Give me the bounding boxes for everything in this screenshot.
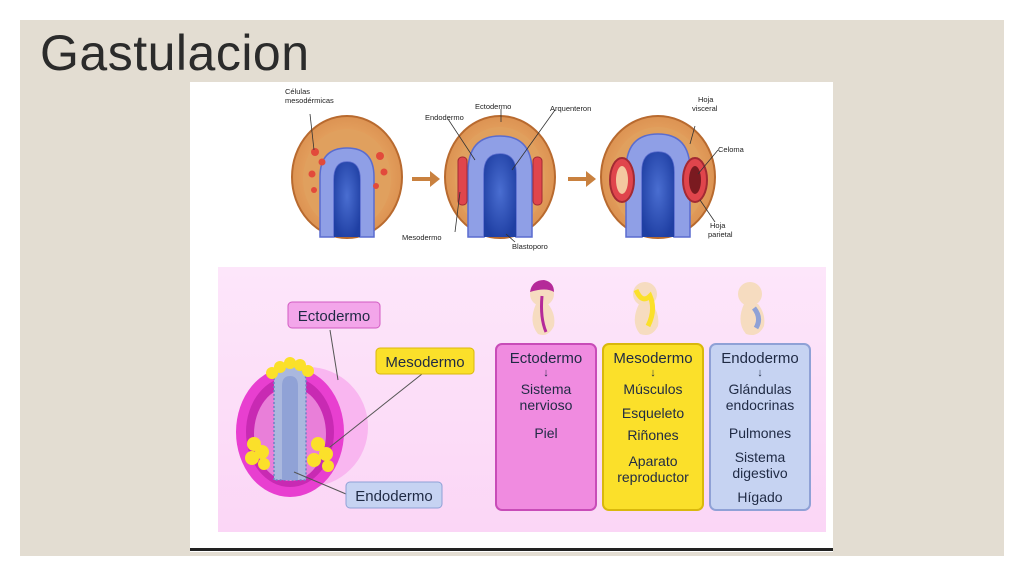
stage-arrow-2 [568, 171, 596, 187]
svg-text:Sistema: Sistema [521, 381, 572, 397]
column-endodermo-header: Endodermo [721, 350, 799, 367]
gastrulation-figure: Células mesodérmicas Endodermo Ectodermo… [190, 82, 833, 552]
embryo-figure-endodermo [738, 282, 765, 335]
svg-text:Sistema: Sistema [735, 449, 786, 465]
svg-text:digestivo: digestivo [732, 465, 787, 481]
svg-text:Aparato: Aparato [628, 453, 677, 469]
slide-title: Gastulacion [40, 25, 310, 81]
tag-mesodermo: Mesodermo [329, 347, 475, 448]
label-blastoporo: Blastoporo [512, 242, 548, 251]
top-leader-lines [309, 109, 719, 243]
column-mesodermo-header: Mesodermo [613, 350, 692, 367]
svg-text:nervioso: nervioso [520, 397, 573, 413]
label-celulas: Células mesodérmicas [285, 87, 334, 105]
svg-text:Músculos: Músculos [623, 381, 682, 397]
label-arquenteron: Arquenteron [550, 104, 591, 113]
svg-text:Hígado: Hígado [737, 489, 782, 505]
label-mesodermo-top: Mesodermo [402, 233, 442, 242]
label-ectodermo-top: Ectodermo [475, 102, 511, 111]
label-celoma: Celoma [718, 145, 745, 154]
svg-text:↓: ↓ [543, 367, 549, 379]
column-ectodermo: Ectodermo ↓ Sistema nervioso Piel [495, 343, 597, 511]
column-mesodermo: Mesodermo ↓ Músculos Esqueleto Riñones A… [602, 343, 704, 511]
svg-text:Mesodermo: Mesodermo [385, 354, 464, 371]
label-hoja-visceral: Hoja visceral [692, 95, 718, 113]
embryo-stage-3 [600, 115, 716, 239]
svg-text:reproductor: reproductor [617, 469, 689, 485]
embryo-figure-mesodermo [633, 282, 659, 335]
embryo-stage-2 [444, 115, 556, 239]
tag-ectodermo: Ectodermo [287, 301, 381, 381]
svg-text:Glándulas: Glándulas [728, 381, 791, 397]
svg-text:Ectodermo: Ectodermo [298, 308, 371, 325]
germ-layer-schematic [236, 357, 368, 497]
figure-bottom-border [190, 548, 833, 551]
embryo-figure-ectodermo [530, 280, 555, 335]
column-ectodermo-header: Ectodermo [510, 350, 583, 367]
label-endodermo-top: Endodermo [425, 113, 464, 122]
stage-arrow-1 [412, 171, 440, 187]
svg-text:Esqueleto: Esqueleto [622, 405, 684, 421]
embryo-stage-1 [291, 115, 403, 239]
svg-text:Riñones: Riñones [627, 427, 678, 443]
label-hoja-parietal: Hoja parietal [708, 221, 733, 239]
svg-text:Pulmones: Pulmones [729, 425, 791, 441]
svg-text:↓: ↓ [650, 367, 656, 379]
svg-text:Piel: Piel [534, 425, 557, 441]
svg-text:endocrinas: endocrinas [726, 397, 795, 413]
tag-endodermo: Endodermo [293, 471, 443, 509]
svg-text:↓: ↓ [757, 367, 763, 379]
top-labels: Células mesodérmicas Endodermo Ectodermo… [285, 87, 745, 251]
svg-text:Endodermo: Endodermo [355, 488, 433, 505]
column-endodermo: Endodermo ↓ Glándulas endocrinas Pulmone… [709, 343, 811, 511]
